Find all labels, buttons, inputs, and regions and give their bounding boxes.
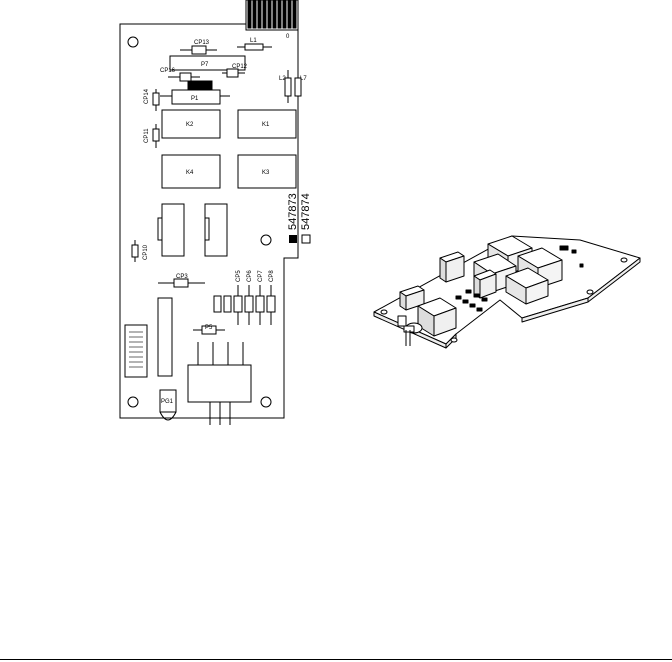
cp12-body [226, 68, 239, 78]
label-cp15: CP15 [196, 84, 212, 90]
marker-open [301, 234, 311, 244]
label-l7: L7 [300, 76, 307, 82]
pcb-isometric-illustration [373, 235, 641, 349]
relay-k4 [161, 154, 221, 189]
p5-body [201, 325, 217, 335]
label-cp7: CP7 [258, 270, 264, 282]
cp11-body [152, 128, 160, 142]
label-p7: P7 [201, 62, 209, 68]
relay-k2 [161, 109, 221, 139]
cp14-body [152, 92, 160, 106]
label-k2: K2 [186, 122, 194, 128]
marker-filled [289, 235, 297, 243]
label-cp6: CP6 [247, 270, 253, 282]
pcb-outline-drawing [119, 0, 302, 425]
cp3-body [173, 278, 189, 288]
edge-connector [245, 0, 299, 31]
cp16-body [179, 72, 192, 82]
label-cp5: CP5 [236, 270, 242, 282]
cp10-body [131, 244, 139, 258]
part-number-1: 547873 [287, 193, 299, 230]
mounting-hole [260, 234, 272, 246]
part-number-2: 547874 [300, 193, 312, 230]
p7-body [169, 55, 246, 71]
label-k3: K3 [262, 170, 270, 176]
label-p5: P5 [205, 325, 213, 331]
mounting-hole [127, 396, 139, 408]
label-cp8: CP8 [269, 270, 275, 282]
l7-body [294, 77, 302, 97]
label-cp14: CP14 [144, 88, 150, 104]
label-cp10: CP10 [143, 244, 149, 260]
corner-mark: 0 [286, 34, 290, 40]
p1-body [171, 89, 221, 105]
cp15-body [187, 80, 213, 90]
switch-block [187, 364, 252, 403]
connector-left [161, 203, 185, 257]
label-cp13: CP13 [194, 40, 210, 46]
mounting-hole [127, 36, 139, 48]
label-cp12: CP12 [232, 64, 248, 70]
l1-body [244, 43, 264, 51]
relay-k1 [237, 109, 297, 139]
label-l1: L1 [250, 38, 257, 44]
relay-k3 [237, 154, 297, 189]
label-cp16: CP16 [160, 68, 176, 74]
label-k4: K4 [186, 170, 194, 176]
dip-chip [124, 324, 148, 378]
pg1-body [159, 389, 177, 413]
label-cp11: CP11 [144, 128, 150, 143]
label-k1: K1 [262, 122, 270, 128]
iso-small-parts [455, 245, 584, 312]
label-pg1: PG1 [161, 399, 174, 405]
bottom-rule [0, 659, 672, 660]
header-connector [157, 297, 173, 377]
iso-connectors [439, 251, 497, 299]
label-p1: P1 [191, 96, 199, 102]
l2-body [284, 77, 292, 97]
cp13-body [191, 45, 207, 55]
label-l2: L2 [279, 76, 286, 82]
component-labels: 0 CP13 L1 P7 CP12 CP16 CP15 L2 L7 CP14 P… [143, 34, 312, 405]
mounting-hole [260, 396, 272, 408]
label-cp3: CP3 [176, 274, 188, 280]
